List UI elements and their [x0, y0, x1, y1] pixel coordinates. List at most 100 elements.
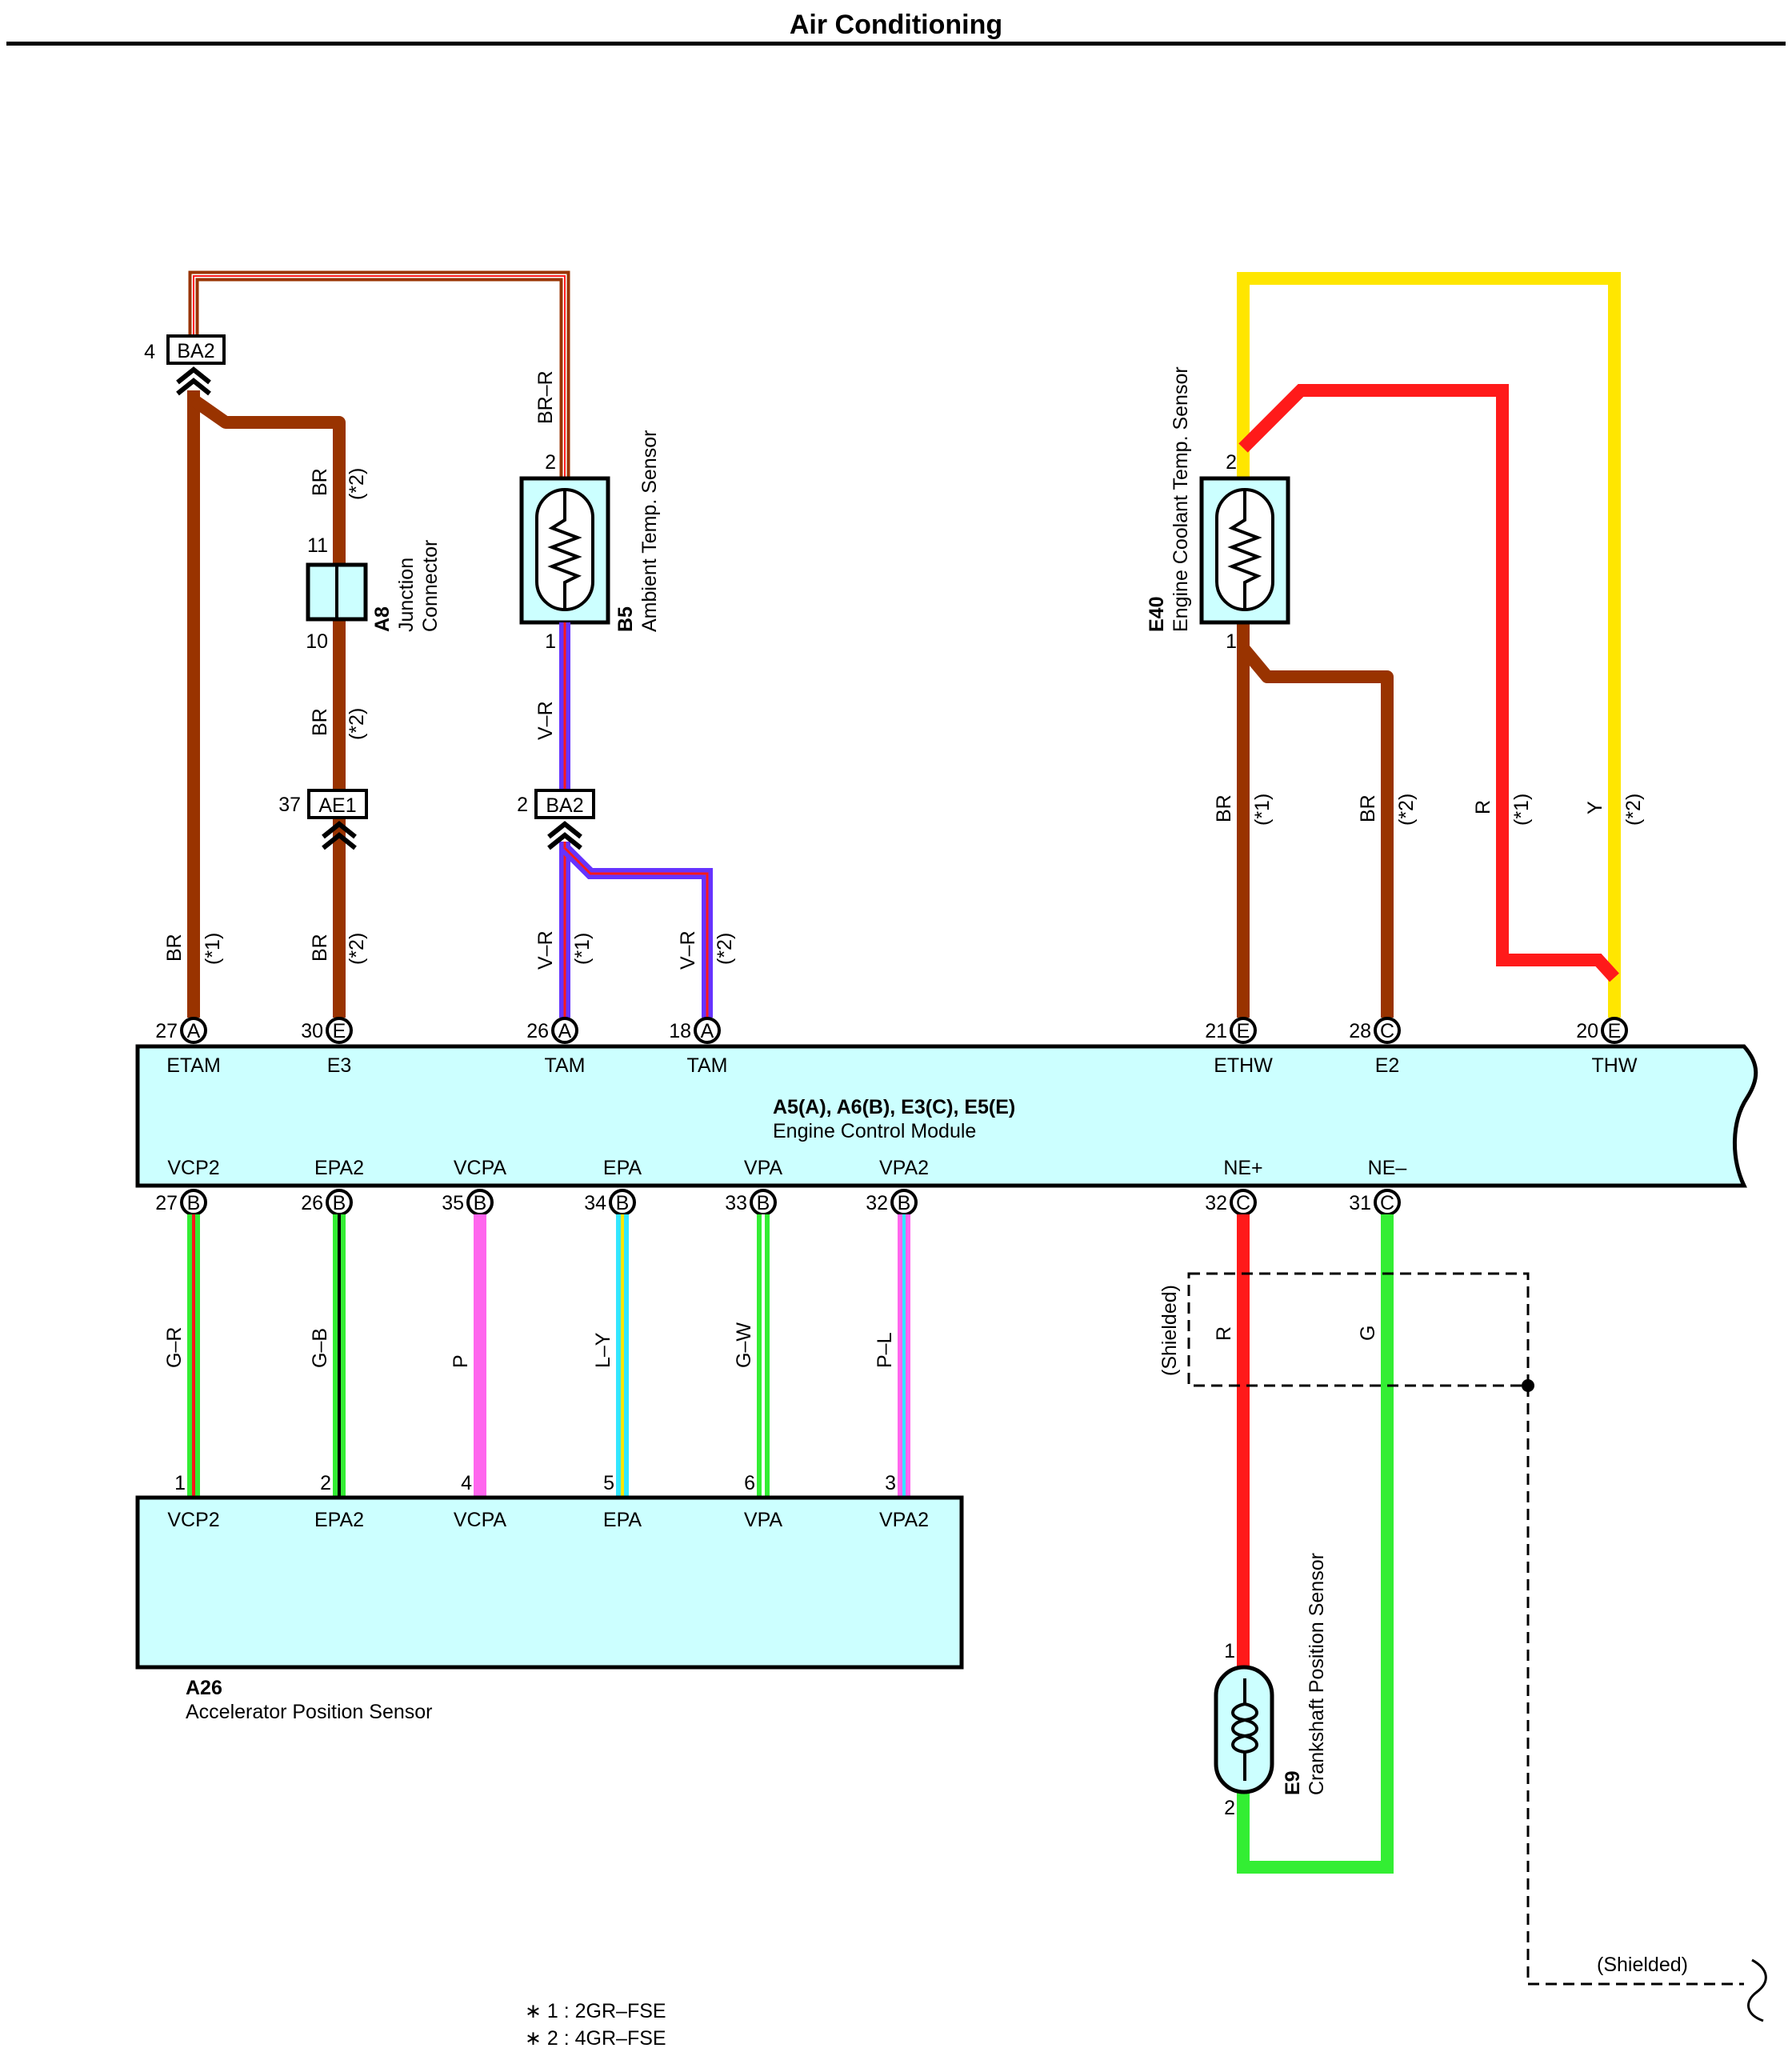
- junction-pin-bottom: 10: [306, 630, 328, 653]
- accel-pin-number: 1: [174, 1472, 186, 1494]
- wire-note: (*2): [1622, 794, 1645, 826]
- crank-id: E9: [1282, 1770, 1304, 1795]
- ambient-name: Ambient Temp. Sensor: [638, 430, 661, 632]
- pin-connector-letter: A: [558, 1020, 572, 1042]
- pin-connector-letter: E: [1608, 1020, 1622, 1042]
- footnote-2: ∗ 2 : 4GR–FSE: [525, 2027, 666, 2050]
- accel-terminal-name: VCPA: [454, 1509, 507, 1531]
- pin-number: 30: [301, 1020, 323, 1042]
- ecm-pin: E21: [1205, 1017, 1257, 1044]
- wire-label: P: [450, 1354, 472, 1368]
- accel-terminal-name: EPA: [603, 1509, 642, 1531]
- ecm-pin: C28: [1349, 1017, 1401, 1044]
- accel-pin-number: 4: [461, 1472, 472, 1494]
- pin-circle: [180, 1017, 207, 1044]
- crankshaft-position-sensor: 1 2 E9 Crankshaft Position Sensor: [1214, 1553, 1328, 1819]
- ecm-pin: B26: [301, 1189, 353, 1216]
- pin-number: 32: [1205, 1192, 1227, 1214]
- ecm-terminal-name: VCP2: [167, 1157, 219, 1179]
- wire-label: G: [1357, 1326, 1379, 1341]
- ecm-terminal-name: TAM: [545, 1054, 586, 1077]
- coolant-pin-bottom: 1: [1226, 630, 1237, 653]
- wire-v-r: [559, 622, 713, 1018]
- ecm-id: A5(A), A6(B), E3(C), E5(E): [773, 1096, 1015, 1118]
- crank-pin-top: 1: [1224, 1640, 1235, 1662]
- ecm-pin: B35: [442, 1189, 494, 1216]
- wire-label: BR: [309, 468, 331, 496]
- junction-id: A8: [371, 606, 394, 632]
- ecm-terminal-name: EPA2: [314, 1157, 364, 1179]
- pin-number: 32: [866, 1192, 888, 1214]
- footnotes: ∗ 1 : 2GR–FSE ∗ 2 : 4GR–FSE: [525, 2000, 666, 2050]
- connector-pin-number: 37: [278, 794, 301, 816]
- ecm-pin: E 20: [1576, 1017, 1628, 1044]
- pin-connector-letter: A: [701, 1020, 714, 1042]
- ecm-terminal-name: TAM: [687, 1054, 728, 1077]
- pin-connector-letter: B: [757, 1192, 770, 1214]
- wire-labels-crank: R G: [1213, 1326, 1379, 1341]
- ecm-terminal-name: E3: [327, 1054, 352, 1077]
- wire-br-r-loop: [188, 270, 570, 478]
- pin-circle: [1374, 1017, 1401, 1044]
- accel-terminal-name: VPA2: [879, 1509, 929, 1531]
- ecm-terminal-name: NE–: [1368, 1157, 1407, 1179]
- coolant-name: Engine Coolant Temp. Sensor: [1170, 366, 1192, 632]
- pin-number: 27: [155, 1020, 178, 1042]
- ecm-pin: B32: [866, 1189, 918, 1216]
- page-title: Air Conditioning: [790, 10, 1002, 40]
- ecm-pin: B34: [584, 1189, 636, 1216]
- accel-terminal-name: EPA2: [314, 1509, 364, 1531]
- ecm-pin: A 18: [669, 1017, 721, 1044]
- connector-pin-number: 2: [517, 794, 528, 816]
- wire-label: BR: [309, 708, 331, 736]
- ecm-terminal-name: EPA: [603, 1157, 642, 1179]
- pin-connector-letter: C: [1380, 1192, 1394, 1214]
- ambient-pin-bottom: 1: [545, 630, 556, 653]
- ecm-name: Engine Control Module: [773, 1120, 976, 1142]
- pin-connector-letter: C: [1380, 1020, 1394, 1042]
- crank-pin-bottom: 2: [1224, 1797, 1235, 1819]
- shielded-label: (Shielded): [1158, 1285, 1181, 1376]
- coolant-id: E40: [1146, 597, 1168, 632]
- pin-number: 34: [584, 1192, 606, 1214]
- wire-ne-circuit: [1237, 1214, 1394, 1874]
- connector-pin-number: 4: [144, 341, 155, 363]
- ambient-pin-top: 2: [545, 451, 556, 474]
- junction-connector-a8: 11 10 A8 Junction Connector: [306, 534, 442, 653]
- ecm-terminal-name: ETAM: [166, 1054, 221, 1077]
- ecm-pin: B 27: [155, 1189, 207, 1216]
- wire-coolant-loop: [1237, 272, 1621, 1018]
- junction-name-1: Junction: [395, 558, 418, 632]
- ecm-pin: B33: [725, 1189, 777, 1216]
- wire-label: V–R: [534, 930, 557, 970]
- pin-number: 21: [1205, 1020, 1227, 1042]
- connector-name: BA2: [177, 340, 214, 362]
- wire-label: BR: [1357, 794, 1379, 822]
- pin-number: 18: [669, 1020, 691, 1042]
- wire-note: (*1): [571, 933, 594, 965]
- footnote-1: ∗ 1 : 2GR–FSE: [525, 2000, 666, 2022]
- pin-number: 27: [155, 1192, 178, 1214]
- engine-control-module: A5(A), A6(B), E3(C), E5(E) Engine Contro…: [135, 1017, 1758, 1216]
- pin-number: 31: [1349, 1192, 1371, 1214]
- wire-note: (*2): [714, 933, 736, 965]
- shielded-label: (Shielded): [1597, 1954, 1688, 1976]
- shield-marker: (Shielded) (Shielded): [1158, 1272, 1767, 2022]
- ambient-id: B5: [614, 606, 637, 632]
- pin-connector-letter: B: [187, 1192, 201, 1214]
- wire-label: V–R: [534, 701, 557, 740]
- connector-ae1: 37 AE1: [278, 789, 368, 850]
- wire-label: R: [1472, 800, 1494, 814]
- pin-number: 20: [1576, 1020, 1598, 1042]
- connector-name: BA2: [546, 794, 583, 817]
- ecm-terminal-name: NE+: [1223, 1157, 1262, 1179]
- ecm-pin: E30: [301, 1017, 353, 1044]
- pin-number: 26: [301, 1192, 323, 1214]
- ecm-pin: A26: [526, 1017, 578, 1044]
- accel-id: A26: [186, 1677, 222, 1699]
- accel-name: Accelerator Position Sensor: [186, 1701, 432, 1723]
- pin-circle: [694, 1017, 721, 1044]
- accel-terminal-name: VCP2: [167, 1509, 219, 1531]
